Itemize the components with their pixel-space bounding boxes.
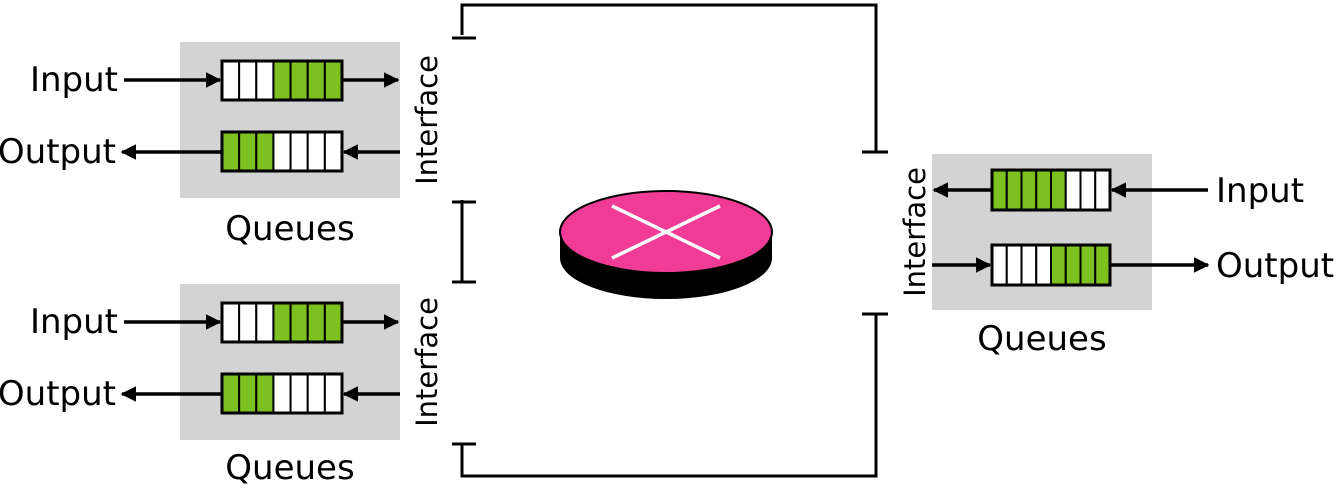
queue-slot-filled — [238, 373, 258, 414]
queue-slot-empty — [1064, 169, 1082, 211]
input-queue — [220, 301, 344, 344]
queue-slot-empty — [323, 373, 344, 414]
queue-slot-filled — [289, 60, 309, 101]
interface-label: Interface — [898, 167, 932, 297]
queue-slot-filled — [1005, 169, 1023, 211]
queue-slot-filled — [272, 60, 292, 101]
queue-slot-empty — [255, 302, 275, 343]
queue-slot-filled — [238, 131, 258, 172]
queue-slot-empty — [255, 60, 275, 101]
queue-slot-empty — [221, 302, 241, 343]
input-label: Input — [30, 60, 118, 100]
port-top-left: Input Output Queues Interface — [0, 42, 444, 249]
queues-label: Queues — [977, 319, 1106, 359]
queue-slot-filled — [1094, 244, 1111, 286]
queue-slot-empty — [306, 373, 326, 414]
queue-slot-filled — [255, 131, 275, 172]
queue-slot-filled — [255, 373, 275, 414]
queues-label: Queues — [225, 209, 354, 249]
router-frame — [452, 3, 888, 478]
queue-slot-filled — [289, 302, 309, 343]
queues-label: Queues — [225, 448, 354, 488]
output-label: Output — [0, 374, 116, 414]
queue-slot-empty — [272, 373, 292, 414]
queue-slot-filled — [221, 373, 241, 414]
queue-slot-empty — [289, 373, 309, 414]
queue-slot-empty — [238, 60, 258, 101]
queue-slot-filled — [1020, 169, 1038, 211]
input-queue — [220, 59, 344, 102]
router-icon — [559, 190, 773, 299]
queue-slot-empty — [1005, 244, 1023, 286]
queue-slot-filled — [306, 302, 326, 343]
queue-slot-filled — [272, 302, 292, 343]
queue-slot-filled — [306, 60, 326, 101]
queue-slot-empty — [289, 131, 309, 172]
queue-slot-empty — [991, 244, 1008, 286]
queue-slot-empty — [1079, 169, 1097, 211]
input-queue — [990, 243, 1112, 287]
port-right: Input Output Queues Interface — [898, 154, 1334, 359]
queue-slot-empty — [306, 131, 326, 172]
queue-slot-filled — [1064, 244, 1082, 286]
queue-slot-empty — [1035, 244, 1052, 286]
queue-slot-empty — [238, 302, 258, 343]
queue-slot-empty — [323, 131, 344, 172]
output-queue — [220, 372, 344, 415]
queue-slot-filled — [1050, 169, 1067, 211]
queue-slot-empty — [1094, 169, 1111, 211]
output-label: Output — [1216, 246, 1334, 286]
queue-slot-filled — [221, 131, 241, 172]
port-bottom-left: Input Output Queues Interface — [0, 284, 444, 488]
queue-slot-filled — [323, 60, 344, 101]
interface-label: Interface — [410, 55, 444, 185]
input-label: Input — [30, 302, 118, 342]
input-label: Input — [1216, 171, 1304, 211]
queue-slot-filled — [1050, 244, 1067, 286]
queue-slot-empty — [1020, 244, 1038, 286]
queue-slot-filled — [1079, 244, 1097, 286]
queue-slot-filled — [323, 302, 344, 343]
queue-slot-empty — [272, 131, 292, 172]
queue-slot-empty — [221, 60, 241, 101]
output-label: Output — [0, 132, 116, 172]
crossed-arrows-icon — [611, 204, 721, 260]
output-queue — [220, 130, 344, 173]
queue-slot-filled — [991, 169, 1008, 211]
queue-slot-filled — [1035, 169, 1052, 211]
output-queue — [990, 168, 1112, 212]
interface-label: Interface — [410, 297, 444, 427]
